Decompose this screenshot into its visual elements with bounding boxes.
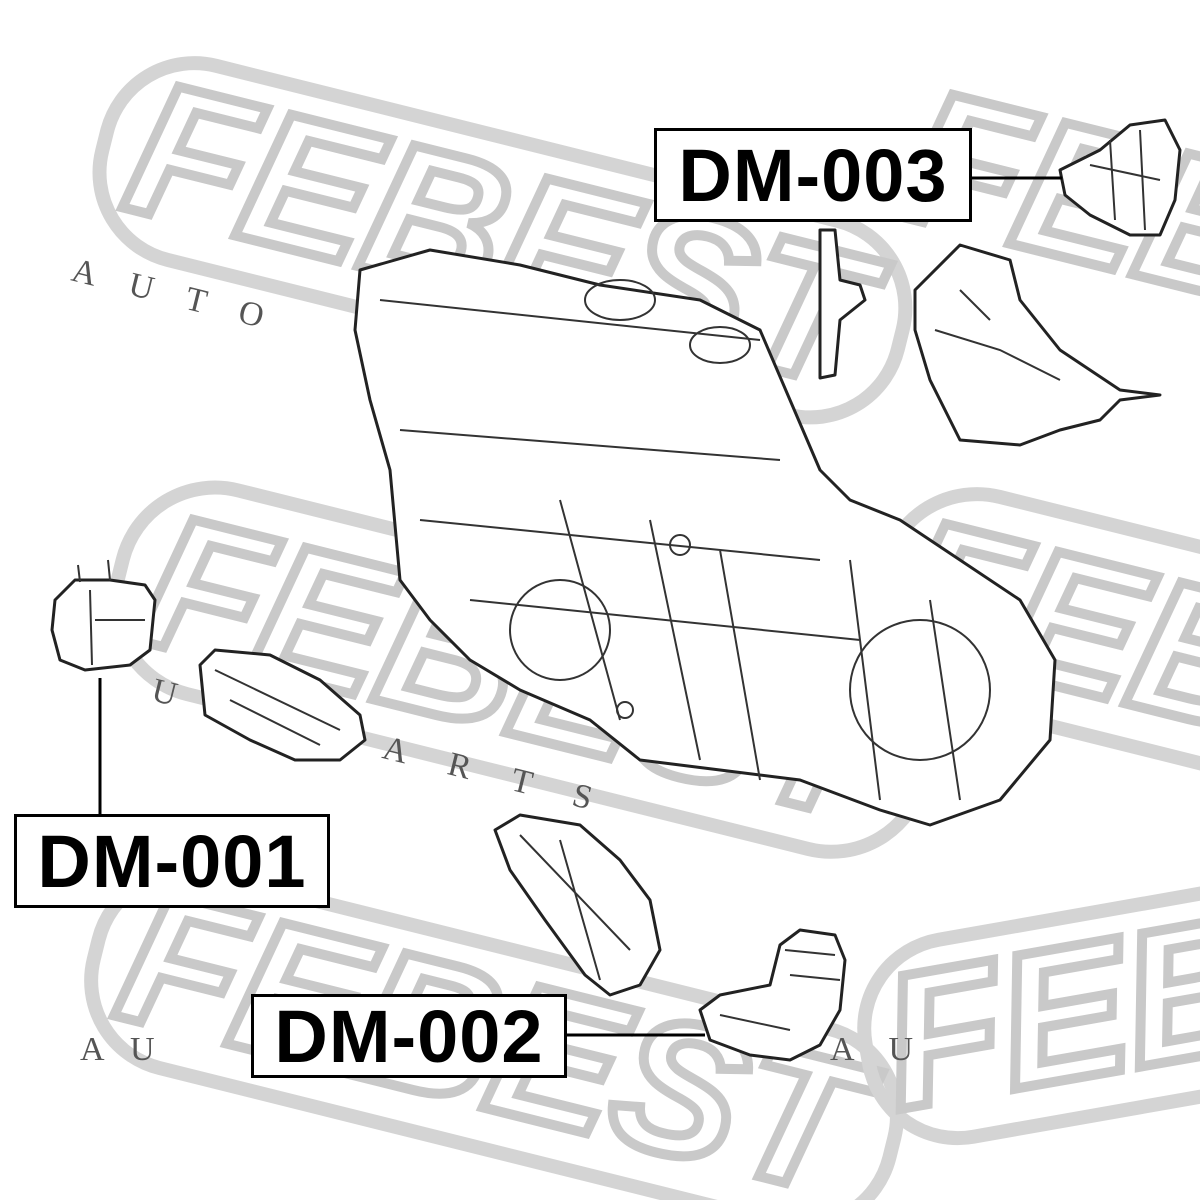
- part-label-dm002: DM-002: [251, 994, 567, 1078]
- engine-mount-dm002: [698, 928, 847, 1062]
- bracket-upper: [818, 228, 1162, 447]
- svg-text:A U: A U: [80, 1031, 155, 1068]
- engine-mount-dm003: [1058, 118, 1182, 237]
- svg-text:A U: A U: [830, 1031, 913, 1068]
- engine-transmission-assembly: [353, 248, 1057, 827]
- part-label-dm003: DM-003: [654, 128, 972, 222]
- engine-mount-dm001: [50, 559, 367, 762]
- part-label-dm001: DM-001: [14, 814, 330, 908]
- svg-text:FEBE: FEBE: [868, 852, 1200, 1150]
- bracket-lower: [493, 813, 662, 997]
